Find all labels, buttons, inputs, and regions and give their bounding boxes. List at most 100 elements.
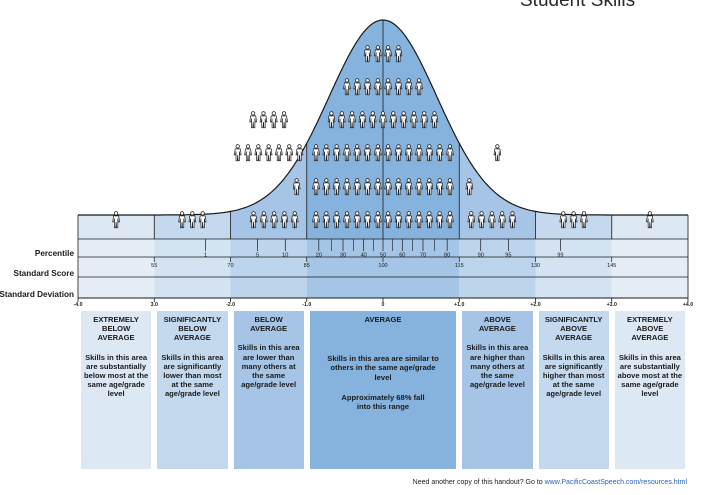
person-body [435,215,444,229]
person-head [416,178,422,183]
category-title: SIGNIFICANTLY BELOW AVERAGE [163,315,222,343]
person-icon [348,111,356,129]
sd-tick-label: 0 [382,302,385,308]
person-head [406,178,411,183]
person-head [313,211,319,216]
person-body [249,115,257,129]
person-head [406,144,411,149]
person-body [363,182,372,196]
person-icon [332,144,341,162]
sd-tick-label: +3.0 [607,302,617,308]
person-icon [415,211,423,229]
person-head [355,178,360,183]
score-tick-label: 85 [304,263,310,269]
person-head [355,144,360,149]
category-title: ABOVE AVERAGE [478,315,516,334]
person-body [343,148,351,162]
footer: Need another copy of this handout? Go to… [413,479,687,486]
person-icon [446,211,454,229]
category-description: Skills in this area are higher than many… [466,343,529,390]
person-icon [312,178,320,196]
person-head [329,111,334,116]
person-body [327,115,336,129]
person-body [374,82,382,96]
person-head [581,211,587,216]
person-head [179,211,185,216]
person-head [344,78,350,83]
person-head [297,144,302,149]
person-icon [363,178,372,196]
person-body [280,215,289,229]
person-head [350,111,355,116]
person-icon [374,178,382,196]
category-description: Skills in this area are substantially ab… [617,352,683,399]
curve-band-5 [535,20,612,239]
person-icon [379,111,387,129]
person-icon [363,144,372,162]
person-head [251,111,256,116]
person-body [498,215,506,229]
person-body [374,49,382,63]
person-body [259,115,268,129]
person-head [245,144,251,149]
score-tick-label: 130 [531,263,540,269]
person-body [559,215,568,229]
person-head [344,178,350,183]
person-head [571,211,576,216]
category-title: AVERAGE [364,315,402,324]
percentile-tick-label: 95 [505,253,511,259]
person-icon [394,144,403,162]
person-icon [404,178,413,196]
footer-text: Need another copy of this handout? Go to [412,479,545,486]
person-head [276,144,282,149]
category-title: BELOW AVERAGE [250,315,288,334]
person-body [384,49,392,63]
person-icon [259,111,268,129]
person-body [269,115,278,129]
footer-link[interactable]: www.PacificCoastSpeech.com/resources.htm… [544,479,687,486]
scale-band-1 [154,239,231,298]
person-icon [415,78,423,96]
person-icon [353,144,362,162]
person-head [411,111,416,116]
person-icon [233,144,242,162]
person-head [375,144,380,149]
person-head [447,144,453,149]
person-body [188,215,197,229]
person-icon [312,144,320,162]
person-icon [353,211,362,229]
person-body [249,215,258,229]
score-tick-label: 70 [227,263,233,269]
category-title: SIGNIFICANTLY ABOVE AVERAGE [544,315,603,343]
person-head [386,45,391,50]
person-icon [249,111,257,129]
person-icon [343,78,351,96]
person-icon [446,144,454,162]
person-icon [327,111,336,129]
person-body [295,148,304,162]
sd-tick-label: -1.0 [302,302,311,308]
person-head [479,211,484,216]
person-body [374,215,382,229]
curve-band-2 [230,20,307,239]
person-head [294,178,299,183]
person-icon [425,211,434,229]
person-head [416,211,422,216]
person-body [198,215,207,229]
person-head [396,45,401,50]
person-body [384,148,392,162]
person-icon [508,211,517,229]
person-head [386,178,391,183]
person-icon [264,144,273,162]
percentile-tick-label: 60 [399,253,405,259]
person-head [489,211,494,216]
person-icon [332,178,341,196]
person-icon [312,211,320,229]
person-head [355,78,360,83]
person-body [285,148,294,162]
scale-band-4 [459,239,536,298]
person-icon [384,78,392,96]
percentile-tick-label: 10 [282,253,288,259]
